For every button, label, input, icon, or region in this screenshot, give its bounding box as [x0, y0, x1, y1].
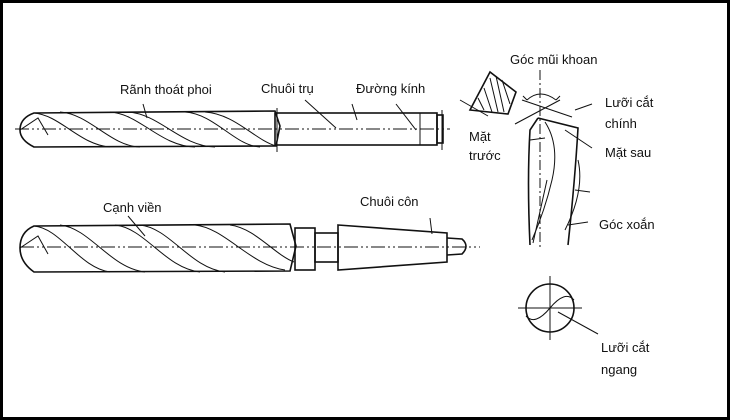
drill-cross-section [518, 276, 599, 340]
label-helix-angle: Góc xoắn [599, 217, 655, 232]
label-flank-face: Mặt sau [605, 145, 652, 160]
label-diameter: Đường kính [356, 81, 426, 96]
straight-shank-drill [15, 99, 450, 152]
label-main-cutting-edge-2: chính [605, 116, 637, 131]
label-taper-shank: Chuôi côn [360, 194, 419, 209]
label-rake-face-2: trước [469, 148, 501, 163]
label-chisel-edge-2: ngang [601, 362, 638, 377]
label-chisel-edge-1: Lưỡi cắt [601, 340, 650, 355]
label-main-cutting-edge-1: Lưỡi cắt [605, 95, 654, 110]
label-point-angle: Góc mũi khoan [510, 52, 598, 67]
label-rake-face-1: Mặt [469, 129, 491, 144]
drill-drawings [15, 70, 599, 340]
taper-shank-drill [19, 215, 480, 273]
label-flute: Rãnh thoát phoi [120, 82, 212, 97]
label-straight-shank: Chuôi trụ [261, 81, 314, 96]
label-margin: Cạnh viền [103, 200, 162, 215]
drill-point-detail [459, 70, 593, 250]
